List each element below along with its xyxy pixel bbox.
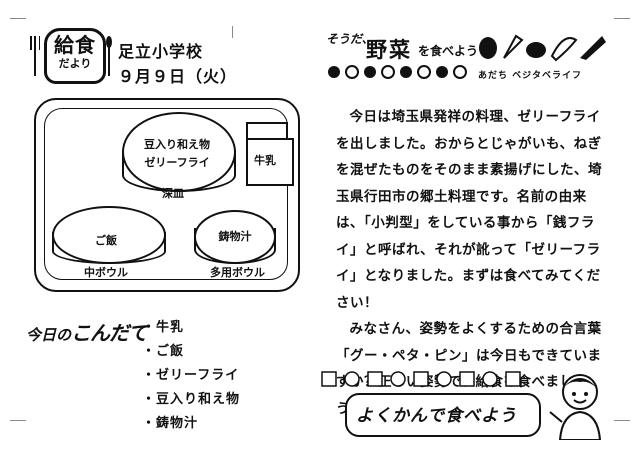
todays-menu-main: こんだて bbox=[71, 321, 148, 345]
milk-carton-side bbox=[284, 138, 294, 186]
milk-label: 牛乳 bbox=[254, 154, 276, 167]
todays-menu-title: 今日のこんだて bbox=[26, 317, 148, 346]
menu-item: ・鋳物汁 bbox=[142, 416, 199, 431]
issue-date-line: ９月９日（火） bbox=[118, 63, 237, 87]
motto-banner bbox=[345, 393, 541, 437]
deep-plate-food-1: 豆入り和え物 bbox=[144, 138, 210, 151]
crop-mark-center-top bbox=[232, 26, 234, 38]
tableware-border-icon bbox=[321, 371, 521, 387]
vegetable-campaign-header: そうだ、 野菜 を食べよう あだち ベジタベライフ bbox=[326, 24, 610, 86]
multi-bowl-label: 多用ボウル bbox=[210, 266, 265, 279]
medium-bowl-label: 中ボウル bbox=[84, 266, 128, 279]
logo-subtitle: だより bbox=[58, 57, 92, 70]
header-yasai: 野菜 bbox=[366, 38, 412, 62]
medium-bowl bbox=[52, 206, 166, 264]
deep-plate bbox=[122, 112, 236, 192]
menu-item: ・豆入り和え物 bbox=[142, 392, 241, 407]
header-slogan: あだち ベジタベライフ bbox=[478, 71, 582, 81]
crop-mark-top-left bbox=[10, 18, 26, 29]
vegetable-row-icon bbox=[326, 64, 476, 80]
header-wotabe: を食べよう bbox=[418, 44, 479, 58]
todays-menu-list: ・牛乳 ・ご飯 ・ゼリーフライ ・豆入り和え物 ・鋳物汁 bbox=[142, 316, 240, 436]
crop-mark-bottom-left bbox=[10, 420, 26, 431]
milk-carton-top bbox=[246, 122, 288, 140]
multi-bowl bbox=[194, 210, 276, 264]
crop-mark-top-right bbox=[614, 18, 630, 29]
motto-text: よくかんで食べよう bbox=[356, 406, 518, 426]
menu-item: ・ご飯 bbox=[142, 344, 185, 359]
child-mascot-icon bbox=[549, 374, 602, 440]
menu-item: ・牛乳 bbox=[142, 320, 185, 335]
article-paragraph-1: 今日は埼玉県発祥の料理、ゼリーフライを出しました。おからとじゃがいも、ねぎを混ぜ… bbox=[336, 109, 602, 311]
multi-bowl-food: 鋳物汁 bbox=[218, 230, 252, 243]
logo-title: 給食 bbox=[54, 33, 96, 57]
todays-menu-prefix: 今日の bbox=[26, 326, 72, 344]
deep-plate-foods: 豆入り和え物 ゼリーフライ bbox=[134, 136, 220, 172]
kyushoku-dayori-logo: 給食 だより bbox=[44, 28, 106, 84]
menu-item: ・ゼリーフライ bbox=[142, 368, 240, 383]
deep-plate-label: 深皿 bbox=[162, 187, 184, 200]
lunch-tray-inner-rim bbox=[44, 108, 288, 280]
crop-mark-bottom-right bbox=[614, 420, 630, 431]
issue-date: ９月９日（火） bbox=[118, 67, 238, 86]
deep-plate-food-2: ゼリーフライ bbox=[144, 156, 210, 169]
vegetables-illustration-icon bbox=[479, 34, 606, 62]
medium-bowl-food: ご飯 bbox=[95, 234, 117, 247]
school-name-line: 足立小学校 bbox=[118, 38, 203, 62]
header-soda: そうだ、 bbox=[326, 32, 374, 46]
school-name: 足立小学校 bbox=[118, 42, 204, 61]
